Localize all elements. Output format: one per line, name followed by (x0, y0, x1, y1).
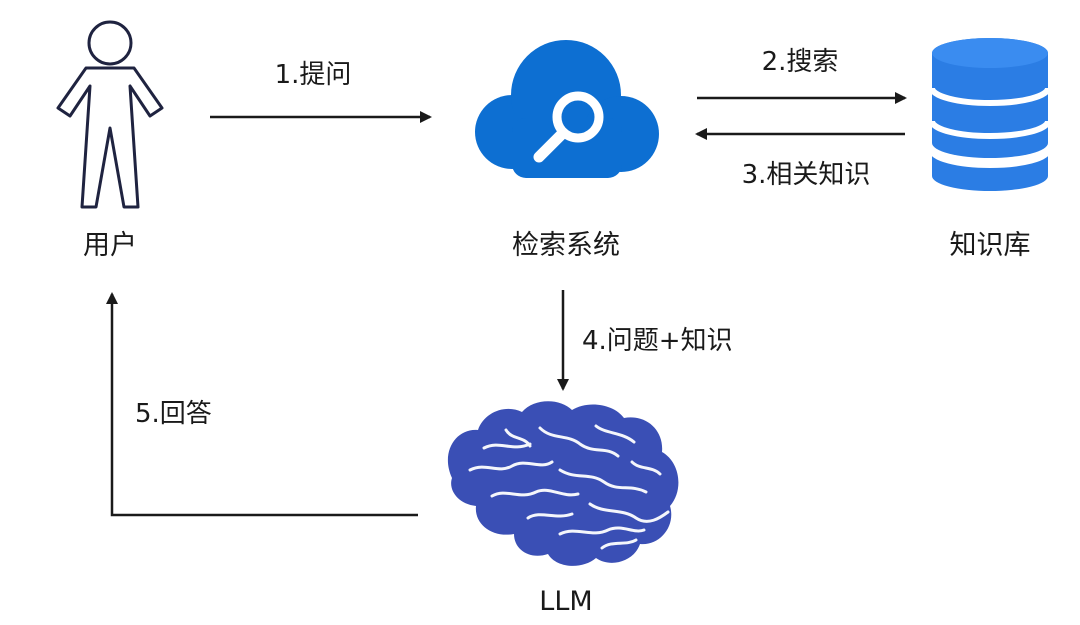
edge-ask: 1.提问 (210, 60, 432, 123)
retrieval-node: 检索系统 (475, 40, 659, 261)
database-icon (929, 38, 1051, 191)
search-label: 2.搜索 (762, 47, 839, 77)
cloud-search-icon (475, 40, 659, 178)
question-knowledge-label: 4.问题+知识 (582, 326, 733, 356)
brain-icon (447, 401, 679, 566)
user-node: 用户 (56, 20, 164, 261)
relevant-label: 3.相关知识 (742, 160, 871, 190)
retrieval-label: 检索系统 (512, 230, 620, 261)
llm-node: LLM (447, 401, 679, 617)
llm-label: LLM (539, 586, 592, 617)
edge-relevant: 3.相关知识 (695, 128, 905, 190)
edge-question-knowledge: 4.问题+知识 (557, 290, 733, 391)
knowledge-base-node: 知识库 (929, 38, 1051, 261)
answer-arrow (106, 292, 418, 517)
user-label: 用户 (83, 230, 137, 261)
person-outline-icon (56, 20, 164, 209)
answer-label: 5.回答 (135, 399, 212, 429)
ask-label: 1.提问 (275, 60, 352, 90)
knowledge-base-label: 知识库 (950, 230, 1031, 261)
edge-search: 2.搜索 (697, 47, 907, 104)
edge-answer: 5.回答 (106, 292, 418, 517)
